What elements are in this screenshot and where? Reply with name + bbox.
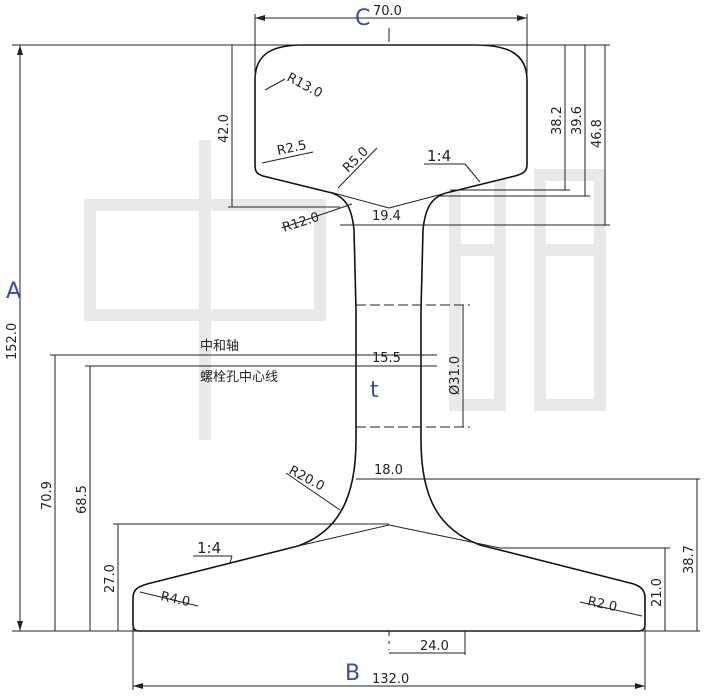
- dim-70-9: 70.9: [40, 481, 55, 510]
- label-t: t: [370, 378, 379, 403]
- r4-leader: [139, 591, 199, 607]
- label-c: C: [355, 6, 370, 31]
- dim-base-width: 132.0: [372, 672, 409, 687]
- arrowheads: [17, 15, 645, 689]
- dim-r2: R2.0: [586, 594, 618, 615]
- dim-24: 24.0: [420, 639, 449, 654]
- base-slope-leader2: [229, 555, 233, 564]
- r20-leader: [285, 472, 341, 511]
- label-a: A: [6, 279, 21, 304]
- dim-total-height: 152.0: [5, 323, 20, 360]
- dim-68-5: 68.5: [75, 485, 90, 514]
- head-slope-line-right: [388, 191, 451, 209]
- dim-web-bottom: 18.0: [374, 463, 403, 478]
- dim-46-8: 46.8: [590, 119, 605, 148]
- dim-39-6: 39.6: [570, 106, 585, 135]
- r2-leader: [579, 601, 643, 617]
- bolt-hole-centerline-label: 螺栓孔中心线: [200, 370, 278, 385]
- head-slope-label: 1:4: [427, 147, 451, 165]
- r2-5-leader: [261, 151, 314, 164]
- neutral-axis-label: 中和轴: [200, 339, 239, 354]
- base-slope-label: 1:4: [197, 539, 221, 557]
- r5-leader: [337, 147, 378, 189]
- dim-head-depth: 42.0: [217, 114, 232, 143]
- dim-web-mid: 15.5: [372, 351, 401, 366]
- dim-r2-5: R2.5: [276, 138, 308, 159]
- r13-leader: [264, 78, 286, 91]
- base-slope-line-right: [388, 524, 501, 549]
- head-slope-leader2: [464, 163, 481, 183]
- head-slope-line-left: [329, 191, 390, 209]
- dim-web-top: 19.4: [372, 209, 401, 224]
- dim-r4: R4.0: [159, 589, 191, 610]
- dim-r20: R20.0: [286, 463, 327, 494]
- dim-head-width: 70.0: [373, 4, 402, 19]
- r12-leader: [281, 203, 353, 229]
- dim-27: 27.0: [103, 564, 118, 593]
- dim-21: 21.0: [650, 578, 665, 607]
- dim-38-2: 38.2: [550, 106, 565, 135]
- dim-38-7: 38.7: [682, 545, 697, 574]
- base-slope-line-left: [284, 524, 390, 550]
- dim-bolt-hole: Ø31.0: [448, 356, 463, 395]
- label-b: B: [345, 661, 360, 686]
